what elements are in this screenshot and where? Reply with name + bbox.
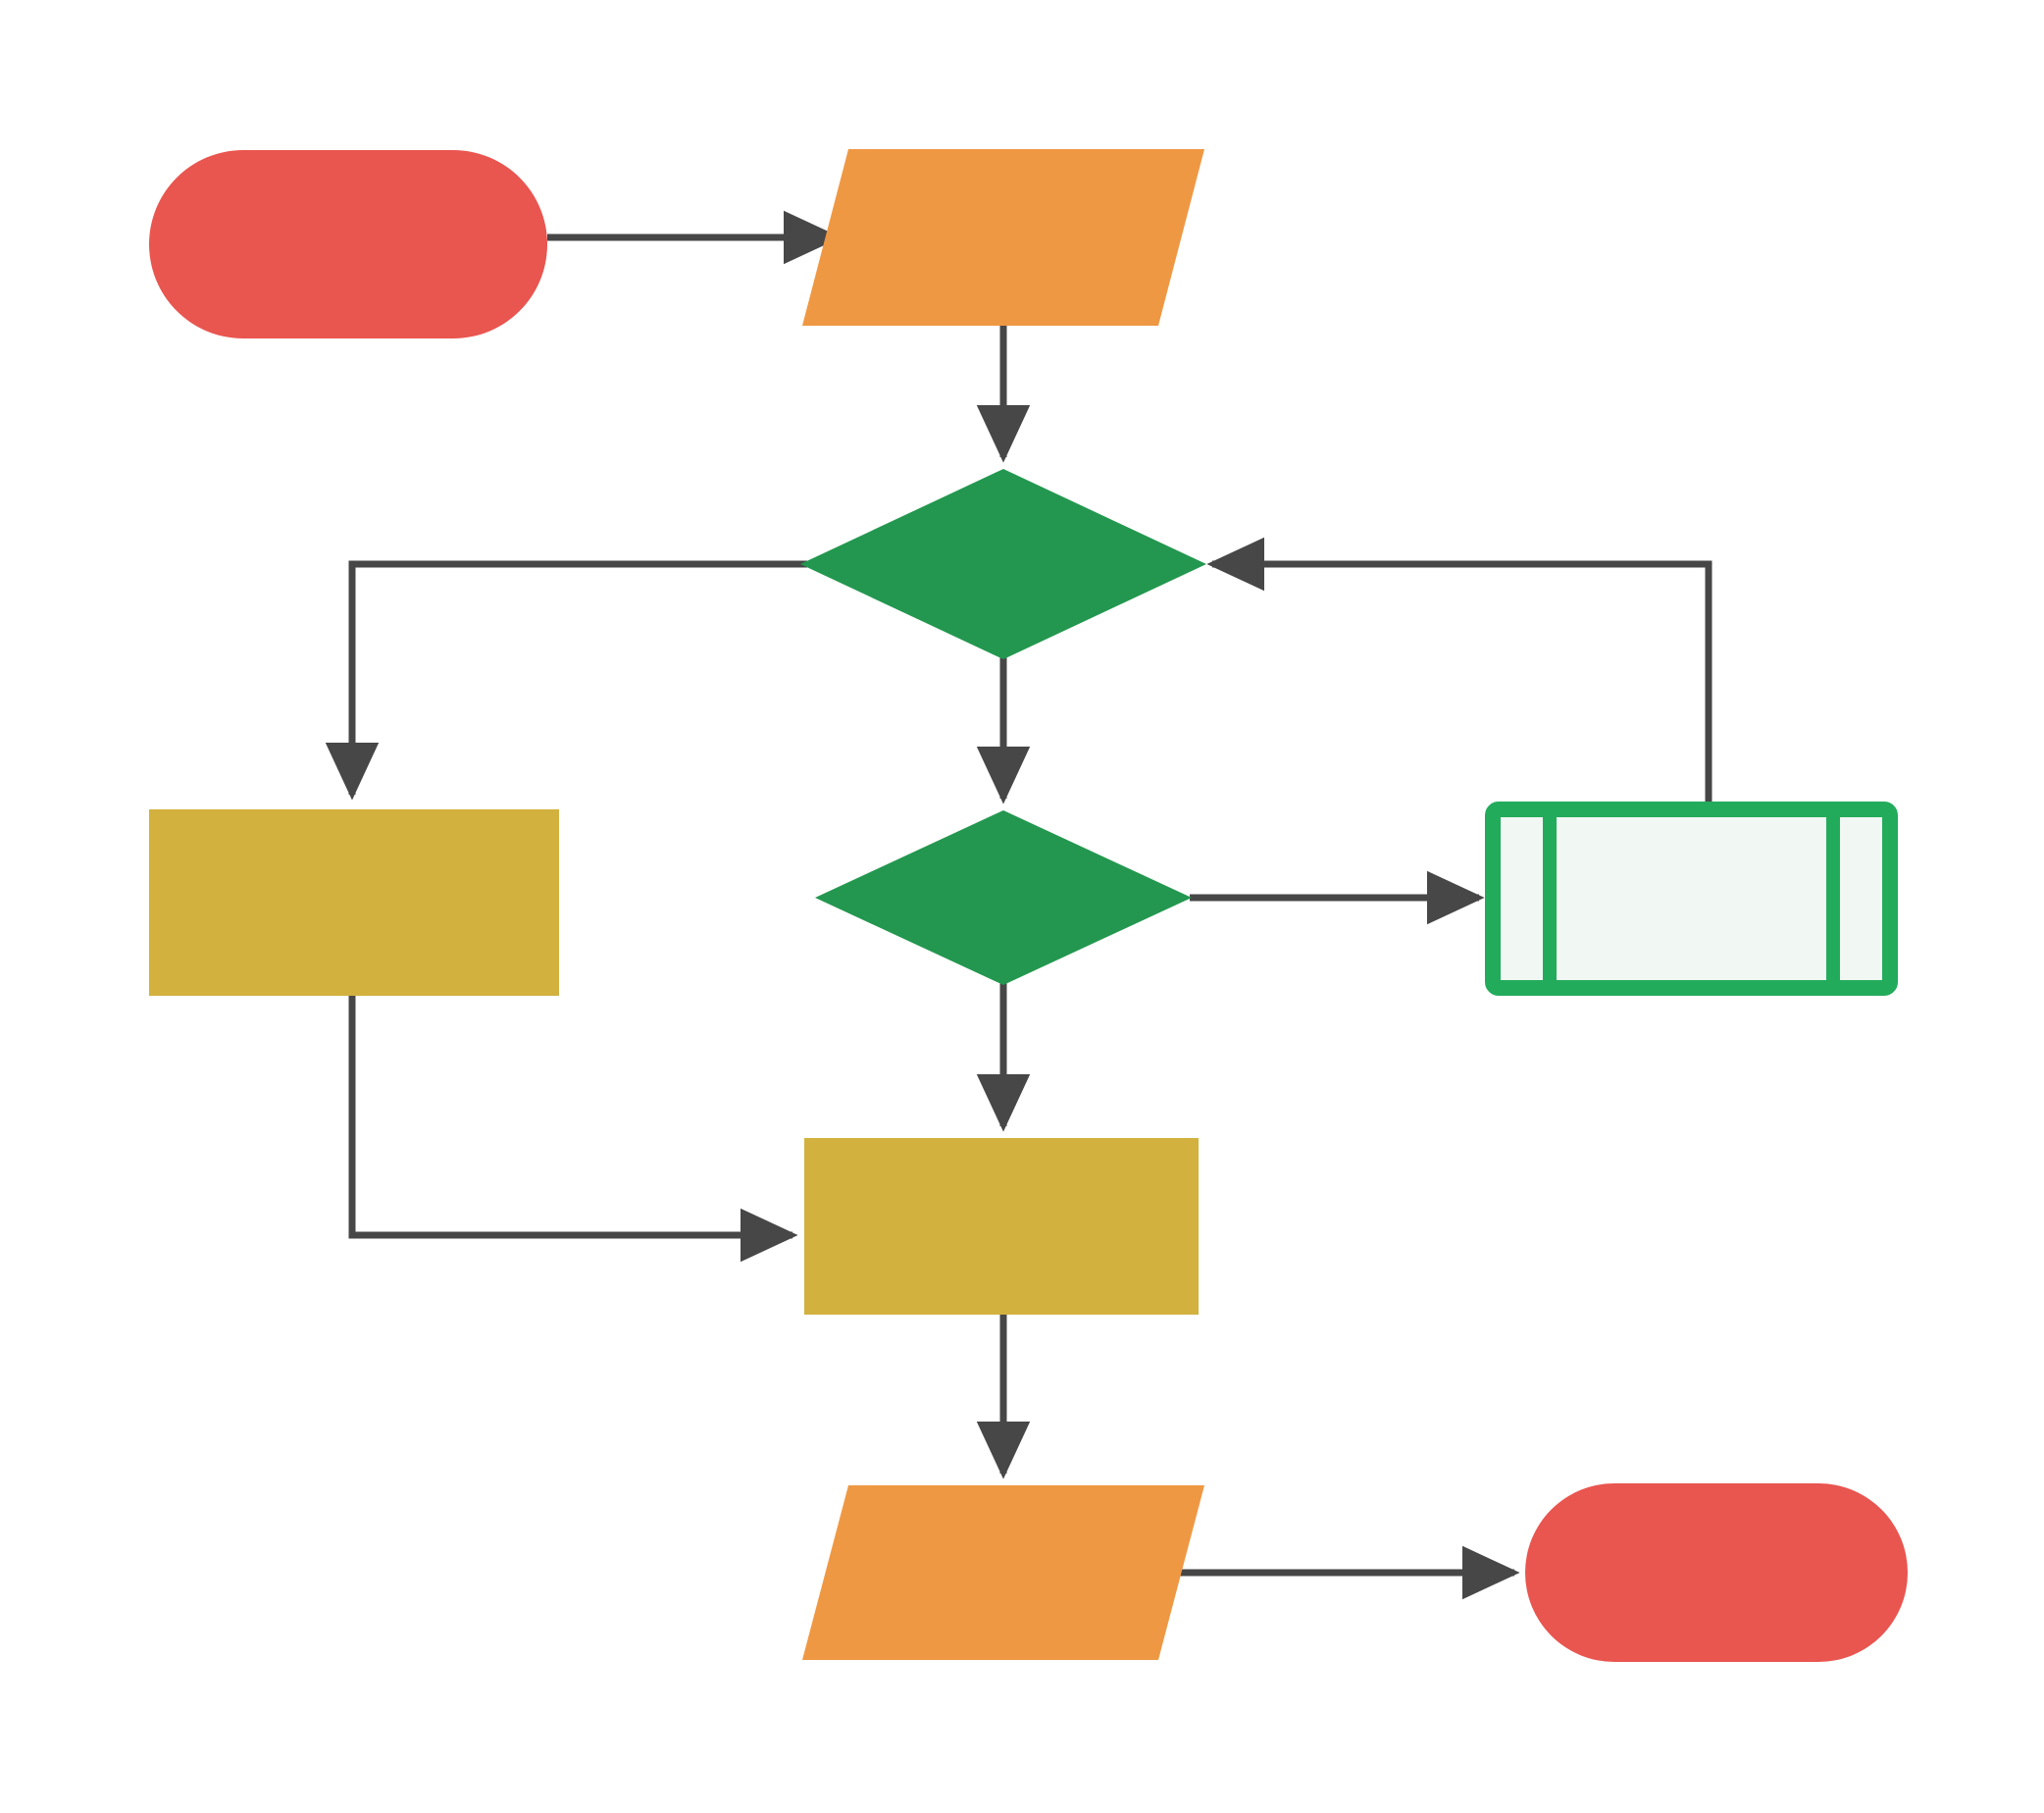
edge-decision1-to-process-left <box>325 560 807 801</box>
node-decision1-diamond[interactable] <box>800 469 1206 659</box>
process-left-shape[interactable] <box>149 809 559 996</box>
process-mid-shape[interactable] <box>804 1138 1199 1315</box>
end-terminator-shape[interactable] <box>1525 1483 1908 1662</box>
node-layer <box>149 149 1908 1662</box>
node-input-parallelogram[interactable] <box>802 149 1204 326</box>
edge-process-left-to-process-mid <box>348 996 798 1263</box>
start-terminator-shape[interactable] <box>149 150 547 338</box>
decision1-diamond-shape[interactable] <box>800 469 1206 659</box>
node-process-left-rect[interactable] <box>149 809 559 996</box>
output-parallelogram-shape[interactable] <box>802 1485 1204 1660</box>
node-decision2-diamond[interactable] <box>815 810 1192 985</box>
node-end-terminator[interactable] <box>1525 1483 1908 1662</box>
input-parallelogram-shape[interactable] <box>802 149 1204 326</box>
node-process-mid-rect[interactable] <box>804 1138 1199 1315</box>
subroutine-outer-shape[interactable] <box>1485 802 1898 996</box>
decision2-diamond-shape[interactable] <box>815 810 1192 985</box>
node-subroutine[interactable] <box>1485 802 1898 996</box>
edge-layer <box>325 210 1712 1600</box>
node-output-parallelogram[interactable] <box>802 1485 1204 1660</box>
node-start-terminator[interactable] <box>149 150 547 338</box>
edge-subroutine-to-decision1-feedback <box>1206 537 1712 806</box>
